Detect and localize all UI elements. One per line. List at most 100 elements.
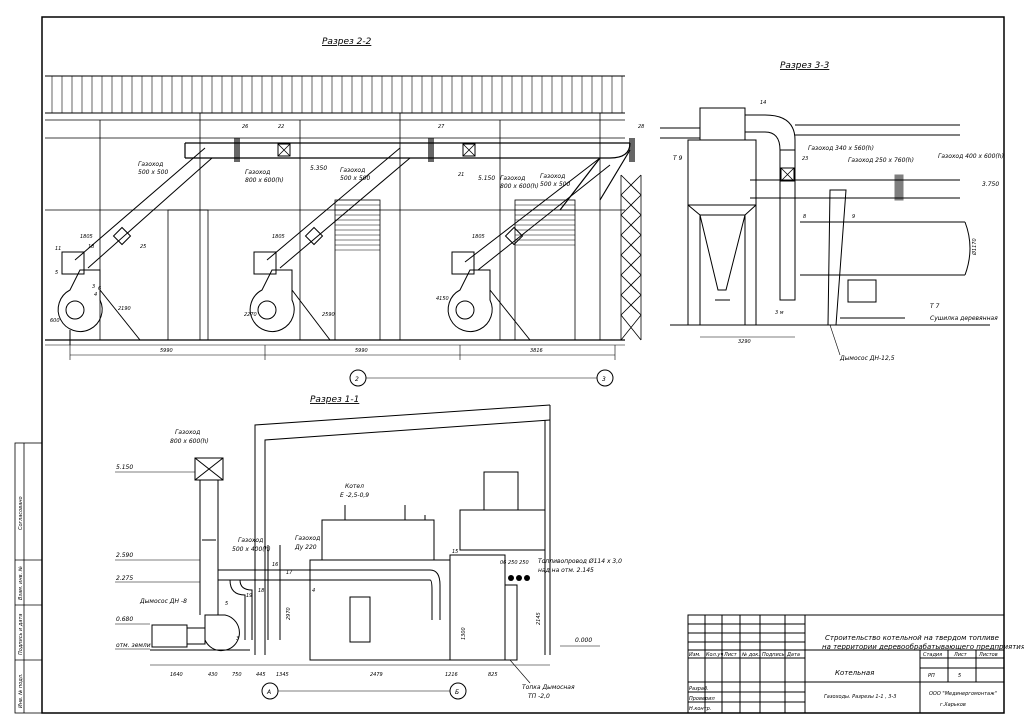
s33-dim: 3290 [738,339,751,345]
s11-gas-top: Газоход [175,429,200,436]
stamp-col-sheets: Листов [978,652,998,658]
s22-mark-27: 27 [438,124,445,130]
stamp-building: Котельная [835,669,874,677]
s11-elev-2275: 2.275 [116,575,133,582]
stamp-col-doc: № док. [741,652,760,658]
stamp-col-izm: Изм. [689,652,701,658]
boiler [309,505,451,661]
s33-dia: Ø1170 [971,238,978,256]
side-stamp-agreed: Согласовано [18,496,24,530]
s11-boiler-b: Е -2,5-0,9 [340,492,369,499]
s11-dim-1345: 1345 [276,672,289,678]
s22-dim-2270: 2270 [244,312,257,318]
furnace [449,554,518,661]
s11-mark-3: 3 [236,636,239,642]
s33-dim2: 3 м [775,310,784,316]
compensator-28-icon [629,138,635,162]
stamp-title-line2: на территории деревообрабатывающего пред… [822,643,1024,651]
roof-hatch [51,76,623,113]
stamp-role-norm: Н.контр. [689,706,711,712]
side-stamp [14,442,43,714]
stamp-col-sign: Подпись [762,652,785,658]
stamp-col-kol: Кол.уч [706,652,723,658]
s22-gas1b: 500 x 500 [138,169,168,176]
s11-mark-19: 19 [246,593,252,599]
axis-3-label: 3 [602,376,606,383]
support-lattice [620,174,642,341]
s11-dim-825: 825 [488,672,498,678]
s22-elev: 5.350 [310,165,327,172]
s11-fuel: Топливопровод Ø114 x 3,0 [538,558,622,565]
s22-dim-1805c: 1805 [472,234,485,240]
exhauster [150,614,250,652]
s22-mark-22: 22 [278,124,284,130]
damper-22-icon [277,143,291,157]
s22-gas3: Газоход [340,167,365,174]
s22-mark-6: 6 [98,286,101,292]
s22-mark-18: 18 [88,244,94,250]
cyclone [687,107,757,325]
s22-dim-1805b: 1805 [272,234,285,240]
s33-gas1: Газоход 340 x 560(h) [808,145,874,152]
s11-dim-2970: 2970 [286,607,292,620]
s11-fuel-b: над на отм. 2.145 [538,567,594,574]
section-2-2-title: Разрез 2-2 [322,37,372,47]
s22-mark-25: 25 [140,244,146,250]
s22-elev2: 5.150 [478,175,495,182]
fan-unit-3 [447,157,611,341]
s11-gas-mid: Газоход [238,537,263,544]
s22-mark-26: 26 [242,124,248,130]
s11-mark-5: 5 [225,601,228,607]
s11-mark-15: 15 [452,549,458,555]
s22-gas5: Газоход [540,173,565,180]
title-block [687,614,1005,714]
side-stamp-inv: Инв. № подл. [18,674,24,709]
s11-elev-0000: 0.000 [575,637,592,644]
s22-dim-4150: 4150 [436,296,449,302]
stack [194,457,224,615]
s11-elev-2590: 2.590 [116,552,133,559]
s11-elev-5150: 5.150 [116,464,133,471]
stamp-col-stage: Стадия [923,652,942,658]
stamp-company-2: г.Харьков [940,702,966,708]
s22-dim-2190: 2190 [118,306,131,312]
s11-furnace-b: ТП -2,0 [528,693,550,700]
s33-elev: 3.750 [982,181,999,188]
compensator-27-icon [428,138,434,162]
s22-mark-3: 3 [92,284,95,290]
s33-mark-23: 23 [802,156,808,162]
s22-dim-600: 600 [50,318,60,324]
axis-a-label: А [266,689,271,696]
s22-gas4: Газоход [500,175,525,182]
section-3-3: Разрез 3-3 [660,61,1004,362]
s11-dim-430: 430 [208,672,218,678]
s33-gas2: Газоход 250 x 760(h) [848,157,914,164]
elevation-markers [115,471,600,650]
s33-exhauster: Дымосос ДН-12,5 [839,355,895,362]
side-stamp-replace: Взам. инв. № [18,566,24,600]
s22-dim-1805a: 1805 [80,234,93,240]
s22-gas5b: 500 x 500 [540,181,570,188]
s33-mark-9: 9 [852,214,855,220]
s33-dryer: Сушилка деревянная [930,315,998,322]
s22-gas4b: 800 x 600(h) [500,183,539,190]
stamp-sheet: 5 [958,673,961,679]
s11-dim-2479: 2479 [370,672,383,678]
s33-gas3: Газоход 400 x 600(h) [938,153,1004,160]
building-columns [45,113,625,341]
stamp-role-check: Проверил [689,696,715,702]
s11-dim-1640: 1640 [170,672,183,678]
fan-unit-1 [57,147,213,345]
sheet-frame [41,16,1005,714]
dryer-drum [800,221,971,319]
stamp-col-list: Лист [723,652,738,658]
stamp-title-line1: Строительство котельной на твердом топли… [825,634,999,642]
s22-dim-5990b: 5990 [355,348,368,354]
s11-dim-1300: 1300 [461,627,467,640]
s11-furnace: Топка Дымосная [522,684,575,691]
s33-mark-8: 8 [803,214,806,220]
s11-dim-750: 750 [232,672,242,678]
s22-mark-5: 5 [55,270,58,276]
s11-bolts: 06 250 250 [500,560,529,566]
